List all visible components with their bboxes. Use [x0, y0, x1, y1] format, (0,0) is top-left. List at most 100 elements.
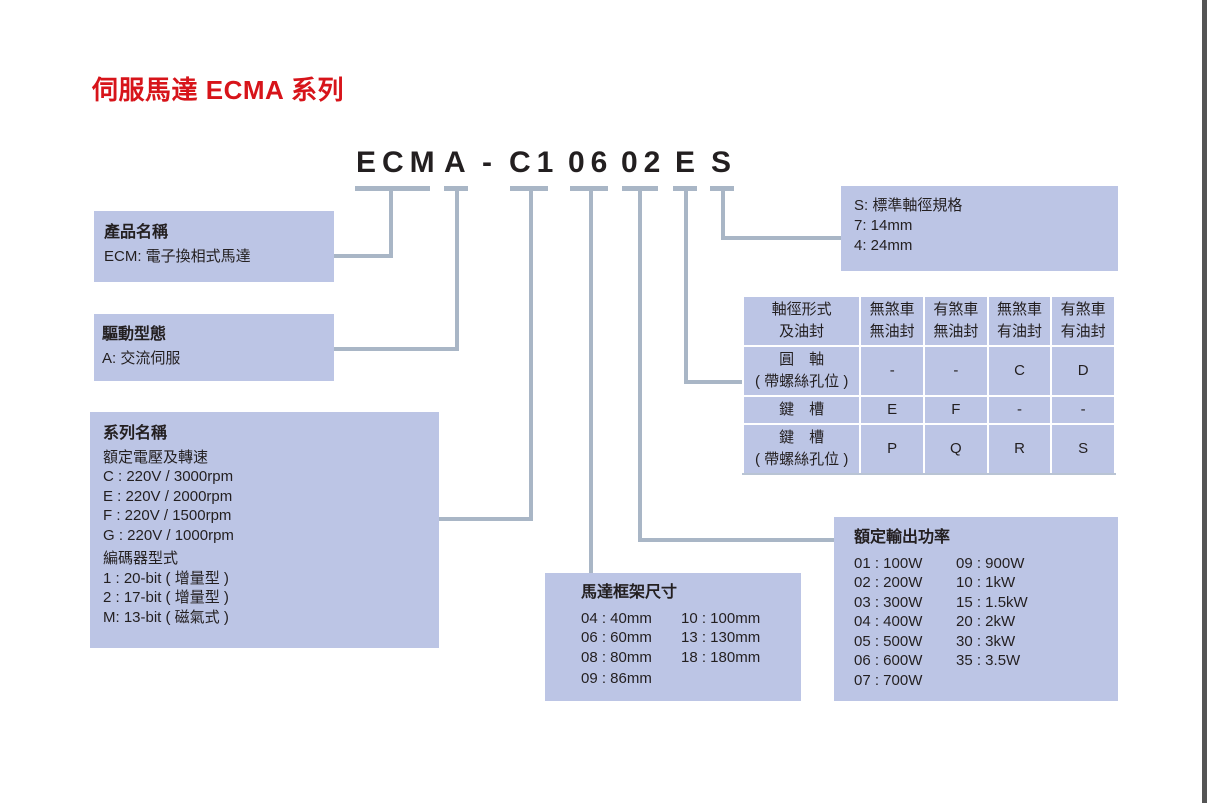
frame-size-item: 08 : 80mm	[581, 648, 652, 666]
table-cell: Q	[923, 423, 989, 475]
shaft-spec-line: 7: 14mm	[854, 217, 913, 234]
table-cell: P	[859, 423, 926, 475]
rated-power-item: 05 : 500W	[854, 632, 923, 650]
frame-size-item: 09 : 86mm	[581, 670, 652, 687]
product-name-box: 產品名稱 ECM: 電子換相式馬達	[94, 211, 334, 282]
code-segment-product: ECM	[356, 146, 441, 179]
connector-06	[589, 186, 593, 574]
connector-s-h	[721, 236, 841, 240]
scrollbar[interactable]	[1202, 0, 1207, 803]
series-name-heading: 系列名稱	[103, 425, 168, 442]
row-label-line: ( 帶螺絲孔位 )	[755, 451, 849, 468]
frame-size-box: 馬達框架尺寸 04 : 40mm 06 : 60mm 08 : 80mm 09 …	[545, 573, 801, 701]
shaft-type-table: 軸徑形式 及油封 無煞車無油封 有煞車無油封 無煞車有油封 有煞車有油封 圓 軸…	[741, 295, 1116, 475]
rated-power-col1: 01 : 100W 02 : 200W 03 : 300W 04 : 400W …	[854, 554, 956, 691]
table-cell: C	[986, 345, 1053, 397]
shaft-spec-line: 4: 24mm	[854, 237, 913, 254]
table-row-label: 鍵 槽 ( 帶螺絲孔位 )	[741, 423, 862, 475]
rated-power-item: 01 : 100W	[854, 554, 923, 572]
voltage-line: E : 220V / 2000rpm	[103, 487, 233, 505]
encoder-line: 1 : 20-bit ( 增量型 )	[103, 569, 229, 587]
frame-size-heading: 馬達框架尺寸	[581, 584, 678, 601]
table-column-header: 無煞車無油封	[859, 295, 926, 347]
connector-s	[721, 186, 725, 240]
frame-size-item: 10 : 100mm	[681, 609, 761, 627]
product-name-line: ECM: 電子換相式馬達	[104, 247, 251, 265]
code-segment-shaft: E	[675, 146, 702, 179]
code-segment-series: C1	[509, 146, 560, 179]
column-header-line: 有油封	[996, 323, 1042, 340]
drive-type-box: 驅動型態 A: 交流伺服	[94, 314, 334, 381]
table-column-header: 有煞車無油封	[923, 295, 989, 347]
voltage-line: G : 220V / 1000rpm	[103, 526, 234, 544]
table-cell: D	[1050, 345, 1116, 397]
voltage-heading: 額定電壓及轉速	[103, 448, 209, 466]
encoder-heading: 編碼器型式	[103, 550, 179, 567]
table-header-row: 軸徑形式 及油封 無煞車無油封 有煞車無油封 無煞車有油封 有煞車有油封	[741, 295, 1116, 347]
code-segment-frame: 06	[568, 146, 614, 179]
rated-power-item: 02 : 200W	[854, 574, 923, 591]
connector-e	[684, 186, 688, 384]
drive-type-heading: 驅動型態	[102, 326, 167, 343]
rated-power-item: 10 : 1kW	[956, 574, 1016, 591]
shaft-spec-box: S: 標準軸徑規格 7: 14mm 4: 24mm	[841, 186, 1118, 271]
shaft-spec-line: S: 標準軸徑規格	[854, 197, 963, 214]
product-name-heading: 產品名稱	[104, 224, 169, 241]
table-cell: F	[923, 395, 989, 425]
table-cell: E	[859, 395, 926, 425]
row-label-line: 圓 軸	[779, 351, 825, 368]
connector-c1-h	[439, 517, 533, 521]
rated-power-item: 03 : 300W	[854, 593, 923, 611]
frame-size-col1: 04 : 40mm 06 : 60mm 08 : 80mm 09 : 86mm	[581, 609, 681, 689]
series-name-box: 系列名稱 額定電壓及轉速 C : 220V / 3000rpm E : 220V…	[90, 412, 439, 648]
table-cell: -	[986, 395, 1053, 425]
row-label-line: ( 帶螺絲孔位 )	[755, 373, 849, 390]
row-label-line: 鍵 槽	[779, 401, 825, 418]
row-label-line: 鍵 槽	[779, 429, 825, 446]
column-header-line: 無油封	[869, 323, 915, 340]
rated-power-item: 09 : 900W	[956, 554, 1025, 572]
rated-power-col2: 09 : 900W 10 : 1kW 15 : 1.5kW 20 : 2kW 3…	[956, 554, 1028, 691]
column-header-line: 有煞車	[1060, 301, 1106, 318]
code-segment-drive: A	[444, 146, 472, 179]
page-title: 伺服馬達 ECMA 系列	[92, 75, 345, 105]
frame-size-item: 18 : 180mm	[681, 648, 761, 666]
voltage-line: C : 220V / 3000rpm	[103, 468, 234, 485]
drive-type-line: A: 交流伺服	[102, 349, 181, 367]
code-segment-spec: S	[711, 146, 738, 179]
connector-a-h	[334, 347, 459, 351]
corner-line: 及油封	[779, 323, 825, 340]
rated-power-item: 20 : 2kW	[956, 613, 1016, 630]
table-row-label: 圓 軸 ( 帶螺絲孔位 )	[741, 345, 862, 397]
encoder-line: M: 13-bit ( 磁氣式 )	[103, 608, 229, 626]
table-cell: R	[986, 423, 1053, 475]
corner-line: 軸徑形式	[771, 301, 832, 318]
rated-power-item: 30 : 3kW	[956, 632, 1016, 650]
column-header-line: 有油封	[1060, 323, 1106, 340]
table-cell: -	[923, 345, 989, 397]
rated-power-item: 15 : 1.5kW	[956, 593, 1028, 611]
column-header-line: 無煞車	[869, 301, 915, 318]
column-header-line: 有煞車	[933, 301, 979, 318]
frame-size-item: 06 : 60mm	[581, 629, 652, 646]
encoder-line: 2 : 17-bit ( 增量型 )	[103, 589, 229, 606]
table-cell: -	[859, 345, 926, 397]
table-cell: -	[1050, 395, 1116, 425]
table-column-header: 有煞車有油封	[1050, 295, 1116, 347]
connector-e-h	[684, 380, 742, 384]
table-corner-cell: 軸徑形式 及油封	[741, 295, 862, 347]
rated-power-heading: 額定輸出功率	[854, 529, 951, 546]
connector-a	[455, 186, 459, 351]
rated-power-item: 35 : 3.5W	[956, 652, 1021, 669]
table-cell: S	[1050, 423, 1116, 475]
connector-c1	[529, 186, 533, 521]
frame-size-col2: 10 : 100mm 13 : 130mm 18 : 180mm	[681, 609, 760, 689]
connector-ecm-h	[334, 254, 393, 258]
rated-power-item: 06 : 600W	[854, 652, 923, 669]
rated-power-item: 04 : 400W	[854, 613, 923, 630]
rated-power-box: 額定輸出功率 01 : 100W 02 : 200W 03 : 300W 04 …	[834, 517, 1118, 701]
table-row: 圓 軸 ( 帶螺絲孔位 ) - - C D	[741, 345, 1116, 397]
table-row: 鍵 槽 ( 帶螺絲孔位 ) P Q R S	[741, 423, 1116, 475]
table-row-label: 鍵 槽	[741, 395, 862, 425]
rated-power-item: 07 : 700W	[854, 671, 923, 689]
